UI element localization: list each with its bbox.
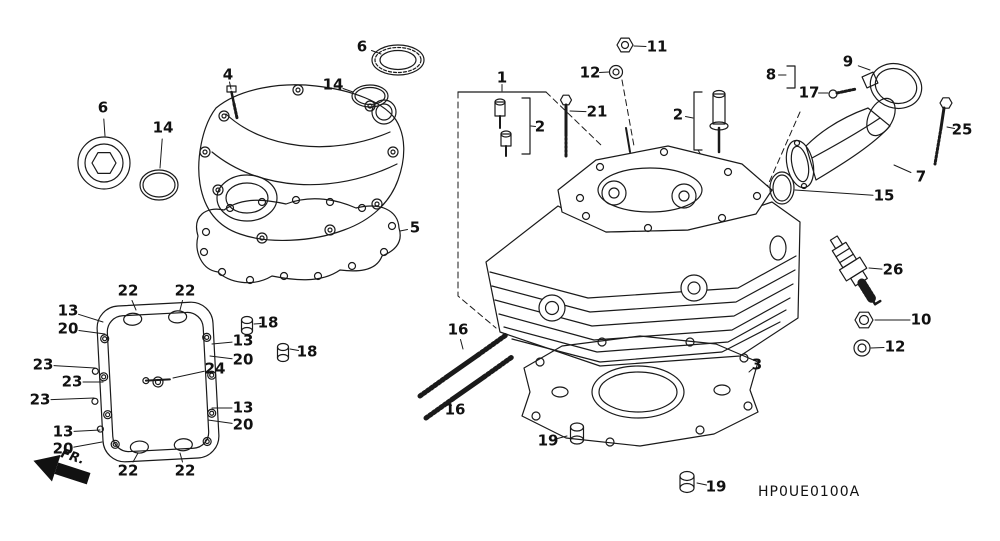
breather-cover-plate: [91, 301, 220, 463]
cover-bolt-4: [226, 85, 239, 120]
fr-label: FR.: [59, 446, 87, 468]
oil-filler-cap-left: [77, 136, 131, 190]
o-ring-left: [139, 169, 179, 201]
fr-direction-arrow: FR.: [33, 446, 91, 485]
dowel-pin-b: [679, 470, 695, 494]
cylinder-stud-b: [423, 354, 515, 421]
valve-guide-right: [709, 89, 729, 154]
flange-bolt-25: [933, 97, 953, 166]
rubber-cap-b: [276, 342, 290, 363]
cylinder-head-gasket: [521, 335, 759, 447]
dowel-pin-a: [569, 422, 585, 445]
cylinder-head: [485, 127, 801, 367]
washer-12-left: [608, 64, 624, 80]
nut-10: [854, 311, 874, 329]
cylinder-stud-a: [417, 332, 509, 399]
drawing-code: HP0UE0100A: [758, 484, 860, 500]
callout-brackets: [457, 65, 796, 155]
o-ring-top: [351, 84, 389, 108]
oil-filler-cap-top: [371, 44, 425, 76]
o-ring-intake-15: [769, 171, 795, 205]
spark-plug: [829, 235, 882, 306]
intake-pipe: [785, 97, 896, 190]
cap-nut-11: [616, 37, 634, 53]
rubber-cap-a: [240, 315, 254, 336]
valve-cover-gasket: [196, 195, 401, 285]
stud-bolt-21: [559, 94, 573, 160]
clamp-screw-17: [828, 87, 858, 99]
valve-cover: [198, 84, 405, 244]
hose-clamp-9: [861, 62, 923, 110]
valve-stem-seals: [494, 98, 512, 157]
callout-leader-lines: [50, 45, 955, 486]
washer-12-right: [853, 339, 871, 357]
